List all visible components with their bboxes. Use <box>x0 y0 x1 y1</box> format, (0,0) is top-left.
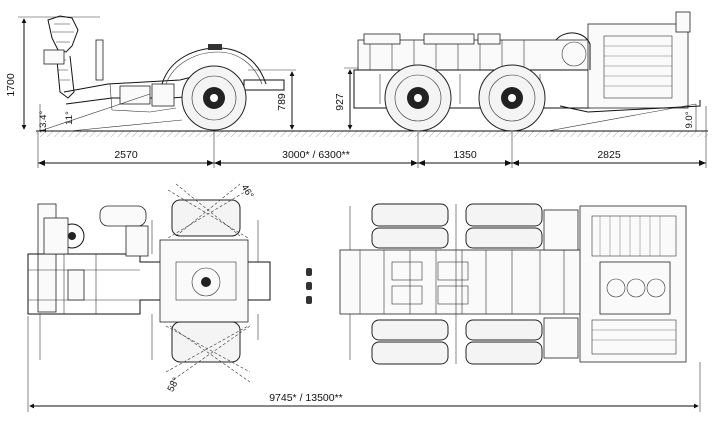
front-right-tire-top <box>171 321 241 363</box>
departure-angle-label: 9.0° <box>684 111 695 128</box>
wheelbase-label: 3000* / 6300** <box>282 149 350 161</box>
rear-tire-2b-top-left <box>465 227 543 249</box>
approach-angle-label: 13.4° <box>38 111 49 133</box>
overall-length-label: 9745* / 13500** <box>269 392 343 404</box>
rear-overhang-label: 2825 <box>597 149 621 161</box>
steer-angle-inner-label: 58° <box>166 376 183 394</box>
axle-height-dimension: 789 <box>248 69 296 130</box>
overall-length-dimension: 9745* / 13500** <box>27 316 701 412</box>
rear-tire-2-top-right <box>465 319 543 341</box>
height-total-label: 1700 <box>5 73 17 97</box>
front-angle-label: 11° <box>64 111 75 125</box>
rear-tire-2-top-left <box>465 203 543 227</box>
rear-tire-1b-top-right <box>371 341 449 365</box>
articulation-joint <box>306 268 312 304</box>
side-view: 1700 <box>5 11 708 168</box>
rear-height-label: 927 <box>334 93 346 111</box>
rear-tire-1b-top-left <box>371 227 449 249</box>
length-dimensions: 2570 3000* / 6300** 1350 2825 <box>37 106 707 168</box>
front-overhang-label: 2570 <box>114 149 138 161</box>
front-left-tire-top <box>171 199 241 237</box>
height-dimension: 1700 <box>5 16 100 130</box>
rear-tire-1-top-left <box>371 203 449 227</box>
rear-height-dimension: 927 <box>334 67 386 130</box>
steer-angle-outer-label: 46° <box>239 183 256 201</box>
rear-tire-1-top-right <box>371 319 449 341</box>
rear-module-top <box>339 203 687 365</box>
front-module-top <box>27 183 271 383</box>
ground-line <box>36 130 708 137</box>
rear-tire-2b-top-right <box>465 341 543 365</box>
top-view: 46° 58° <box>27 183 701 412</box>
rear-module <box>353 11 701 132</box>
axle-height-label: 789 <box>276 93 288 111</box>
tandem-spacing-label: 1350 <box>453 149 477 161</box>
front-module <box>39 15 285 132</box>
